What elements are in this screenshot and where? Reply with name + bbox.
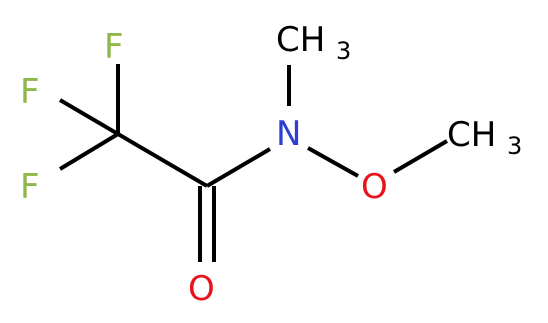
- bond-c-f3: [58, 132, 120, 171]
- bond-c-n: [205, 147, 272, 188]
- n-methyl-subscript: 3: [336, 37, 351, 65]
- o-methyl-label: CH: [447, 115, 496, 155]
- fluorine-atom-3: F: [20, 167, 40, 207]
- n-methyl-text: CH: [276, 20, 325, 60]
- fluorine-atom-2: F: [20, 72, 40, 112]
- fluorine-atom-1: F: [104, 27, 124, 67]
- o-methyl-subscript: 3: [507, 132, 522, 160]
- carbonyl-oxygen-atom: O: [188, 269, 215, 309]
- bond-c-c: [116, 132, 209, 188]
- bond-n-o: [307, 146, 359, 178]
- bond-c-f2: [58, 98, 120, 136]
- n-methyl-label: CH: [276, 20, 325, 60]
- bond-o-ch3: [392, 139, 449, 174]
- ether-oxygen-atom: O: [361, 167, 388, 207]
- o-methyl-text: CH: [447, 115, 496, 155]
- nitrogen-atom: N: [276, 114, 301, 154]
